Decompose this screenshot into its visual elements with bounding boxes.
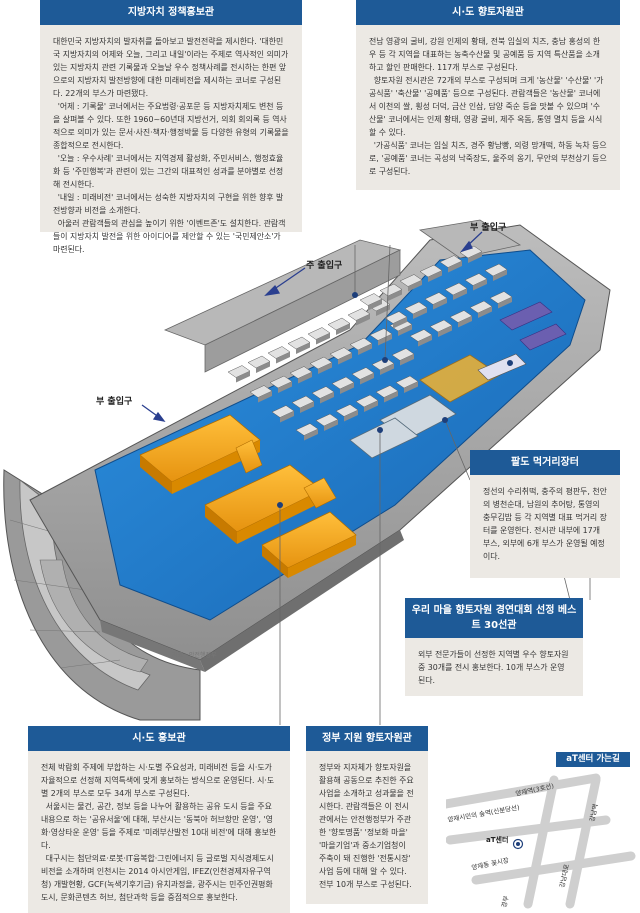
booth-side <box>458 316 472 328</box>
booth-side <box>398 324 412 336</box>
booth-side <box>338 353 352 365</box>
booth-side <box>493 269 507 281</box>
booth-side <box>298 372 312 384</box>
panel-village-contest: 우리 마을 향토자원 경연대회 선정 베스트 30선관 외부 전문가들이 선정한… <box>405 598 583 696</box>
booth-side <box>364 400 378 412</box>
booth-side <box>453 288 467 300</box>
booth-side <box>376 304 390 316</box>
booth-side <box>413 307 427 319</box>
booth-side <box>438 325 452 337</box>
rear-wall-blocks <box>163 219 522 373</box>
booth-side <box>478 306 492 318</box>
leader-dots <box>277 292 513 508</box>
panel-text: 서울시는 물건, 공간, 정보 등을 나누어 활용하는 공유 도시 등을 주요 … <box>41 802 277 850</box>
booth-side <box>340 382 354 394</box>
booth-side <box>356 314 370 326</box>
food-court-counters <box>477 301 567 381</box>
panel-palto-food-title: 팔도 먹거리장터 <box>470 450 620 475</box>
panel-provincial-promo-title: 시·도 홍보관 <box>28 726 290 751</box>
booth-side <box>316 333 330 345</box>
booth-side <box>344 410 358 422</box>
booth-side <box>378 334 392 346</box>
local-policy-booths <box>139 414 357 578</box>
panel-text: 향토자원 전시관은 72개의 부스로 구성되며 크게 '농산물' '수산물' '… <box>369 76 604 137</box>
panel-text: '내일 : 미래비전' 코너에서는 성숙한 지방자치의 구현을 위한 향후 발전… <box>53 193 284 215</box>
panel-text: 전남 영광의 굴비, 강원 인제의 황태, 전북 임실의 치즈, 충남 홍성의 … <box>369 37 601 72</box>
source-credit: 자료 : 안전행정부 <box>172 652 217 659</box>
map-roads <box>446 773 636 909</box>
booth-side <box>336 323 350 335</box>
panel-text: 정선의 수리취떡, 충주의 평판두, 천안의 병천순대, 남원의 추어탕, 통영… <box>483 487 607 561</box>
main-entrance-label: 주 출입구 <box>306 261 343 271</box>
food-court-area <box>349 354 501 459</box>
booth-side <box>448 261 462 273</box>
panel-text: 외부 전문가들이 선정한 지역별 우수 향토자원 중 30개를 전시 홍보한다.… <box>418 650 569 685</box>
booth-side <box>358 343 372 355</box>
panel-village-contest-title: 우리 마을 향토자원 경연대회 선정 베스트 30선관 <box>405 598 583 638</box>
booth-side <box>384 391 398 403</box>
entrance-arrows <box>141 231 483 422</box>
booth-side <box>404 381 418 393</box>
panel-text: 대구시는 첨단의료·로봇·IT융복합·그린에너지 등 글로벌 지식경제도시 비전… <box>41 854 274 902</box>
booth-side <box>433 298 447 310</box>
booth-side <box>296 342 310 354</box>
panel-text: 정부와 지자체가 향토자원을 활용해 공동으로 추진한 주요 사업을 소개하고 … <box>319 763 414 889</box>
panel-local-policy-title: 지방자치 정책홍보관 <box>40 0 302 25</box>
booth-side <box>428 270 442 282</box>
booth-side <box>368 299 382 311</box>
map-label-gyeongbu: 경부 <box>499 895 510 909</box>
booth-side <box>380 363 394 375</box>
booth-side <box>468 251 482 263</box>
booth-side <box>473 279 487 291</box>
panel-text: 아울러 관람객들의 관심을 높이기 위한 '이벤트존'도 설치한다. 관람객들이… <box>53 219 286 254</box>
panel-provincial-products-title: 시·도 향토자원관 <box>356 0 620 25</box>
panel-text: 전체 박람회 주제에 부합하는 시·도별 주요성과, 미래비전 등을 시·도가 … <box>41 763 275 798</box>
panel-provincial-products: 시·도 향토자원관 전남 영광의 굴비, 강원 인제의 황태, 전북 임실의 치… <box>356 0 620 190</box>
booth-side <box>418 335 432 347</box>
provincial-product-booths <box>227 245 513 441</box>
booth-side <box>280 411 294 423</box>
booth-side <box>236 371 250 383</box>
panel-text: '오늘 : 우수사례' 코너에서는 지역경제 활성화, 주민서비스, 행정효율화… <box>53 154 284 189</box>
booth-side <box>498 297 512 309</box>
location-map-title: aT센터 가는길 <box>556 752 630 767</box>
booth-side <box>258 391 272 403</box>
map-label-at-center: aT센터 <box>486 835 508 844</box>
panel-palto-food: 팔도 먹거리장터 정선의 수리취떡, 충주의 평판두, 천안의 병천순대, 남원… <box>470 450 620 578</box>
booth-side <box>304 429 318 441</box>
booth-side <box>278 381 292 393</box>
booth-side <box>360 373 374 385</box>
panel-gov-support-title: 정부 지원 향토자원관 <box>306 726 428 751</box>
booth-side <box>324 419 338 431</box>
booth-side <box>320 392 334 404</box>
map-label-gangnam-station: 강남역 <box>587 803 600 822</box>
side-entrance-right-label: 부 출입구 <box>470 223 507 233</box>
booth-side <box>408 280 422 292</box>
booth-side <box>256 361 270 373</box>
panel-local-policy: 지방자치 정책홍보관 대한민국 지방자치의 발자취를 돌아보고 발전전략을 제시… <box>40 0 302 254</box>
panel-text: '어제 : 기록물' 코너에서는 주요법령·공포문 등 지방자치제도 변천 등을… <box>53 102 289 150</box>
panel-text: 대한민국 지방자치의 발자취를 돌아보고 발전전략을 제시한다. '대한민국 지… <box>53 37 289 98</box>
booth-side <box>388 289 402 301</box>
booth-side <box>276 352 290 364</box>
map-label-flower-market: 양재동 꽃시장 <box>471 855 510 872</box>
booth-side <box>393 317 407 329</box>
panel-text: '가공식품' 코너는 임실 치즈, 경주 황남빵, 의령 망개떡, 하동 녹차 … <box>369 141 607 176</box>
panel-provincial-promo: 시·도 홍보관 전체 박람회 주제에 부합하는 시·도별 주요성과, 미래비전 … <box>28 726 290 913</box>
location-map: aT센터 양재역(3호선) 양재시민의 숲역(신분당선) 양재동 꽃시장 강남대… <box>446 773 636 909</box>
panel-gov-support: 정부 지원 향토자원관 정부와 지자체가 향토자원을 활용해 공동으로 추진한 … <box>306 726 428 904</box>
booth-side <box>318 362 332 374</box>
booth-side <box>400 354 414 366</box>
booth-side <box>300 401 314 413</box>
side-entrance-left-label: 부 출입구 <box>96 397 133 407</box>
